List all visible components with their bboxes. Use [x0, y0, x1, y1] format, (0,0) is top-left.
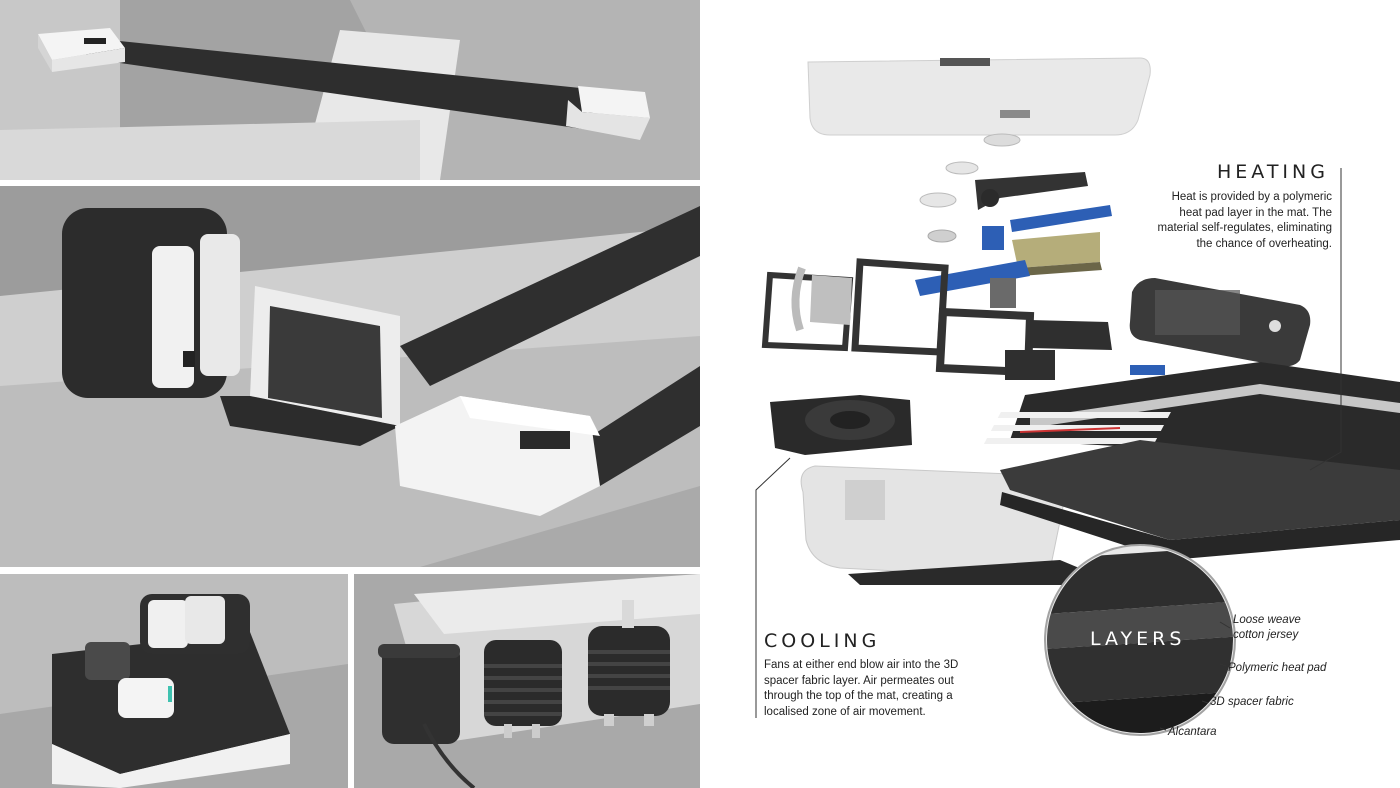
heating-line: heat pad layer in the mat. The — [1179, 206, 1332, 219]
top-housing — [807, 57, 1151, 136]
heating-title: HEATING — [1217, 161, 1329, 183]
adapter-uk-plug — [588, 600, 670, 726]
photo-mat-overview — [0, 0, 700, 180]
heating-line: Heat is provided by a polymeric — [1171, 191, 1332, 203]
pcb-assembly — [915, 205, 1112, 308]
exploded-view-panel: HEATING Heat is provided by a polymeric … — [700, 0, 1400, 788]
frame-parts — [761, 258, 1165, 380]
layer-label-polymeric-heat-pad: Polymeric heat pad — [1228, 662, 1327, 674]
cooling-line: spacer fabric layer. Air permeates out — [764, 674, 954, 687]
layers-title: LAYERS — [1090, 628, 1186, 650]
cooling-description: Fans at either end blow air into the 3D … — [764, 658, 1004, 720]
mat-layers — [983, 362, 1400, 560]
case-tilted — [220, 286, 400, 446]
heating-line: the chance of overheating. — [1196, 237, 1332, 250]
case-black-open — [62, 208, 240, 398]
end-unit-left — [38, 28, 125, 72]
adapter-ribbed — [484, 640, 562, 738]
layer-label-spacer-fabric: 3D spacer fabric — [1210, 696, 1294, 708]
layer-label-alcantara: Alcantara — [1168, 726, 1217, 738]
heating-line: material self-regulates, eliminating — [1157, 222, 1333, 234]
cooling-title: COOLING — [764, 630, 881, 652]
photo-charging-dock — [0, 574, 348, 788]
cooling-line: Fans at either end blow air into the 3D — [764, 659, 959, 671]
side-cover-perforated — [1129, 278, 1311, 367]
charger-white — [395, 396, 600, 516]
layer-label-loose-weave: Loose weave — [1233, 614, 1301, 626]
photo-plug-adapters — [354, 574, 700, 788]
heating-description: Heat is provided by a polymeric heat pad… — [1120, 190, 1333, 252]
cooling-line: localised zone of air movement. — [764, 705, 926, 718]
fan-unit — [770, 395, 912, 455]
photo-devices-closeup — [0, 186, 700, 567]
adapter-smooth — [378, 644, 476, 788]
mat-strip — [85, 38, 600, 130]
layer-label-cotton-jersey: cotton jersey — [1233, 629, 1299, 641]
layers-inset-circle — [1044, 544, 1236, 736]
small-components — [919, 133, 1088, 243]
mat-strip-upper — [400, 206, 700, 386]
end-unit-right — [566, 86, 650, 140]
cooling-line: through the top of the mat, creating a — [764, 690, 953, 702]
leader-lines — [755, 168, 1342, 731]
bottom-housing — [800, 465, 1120, 585]
